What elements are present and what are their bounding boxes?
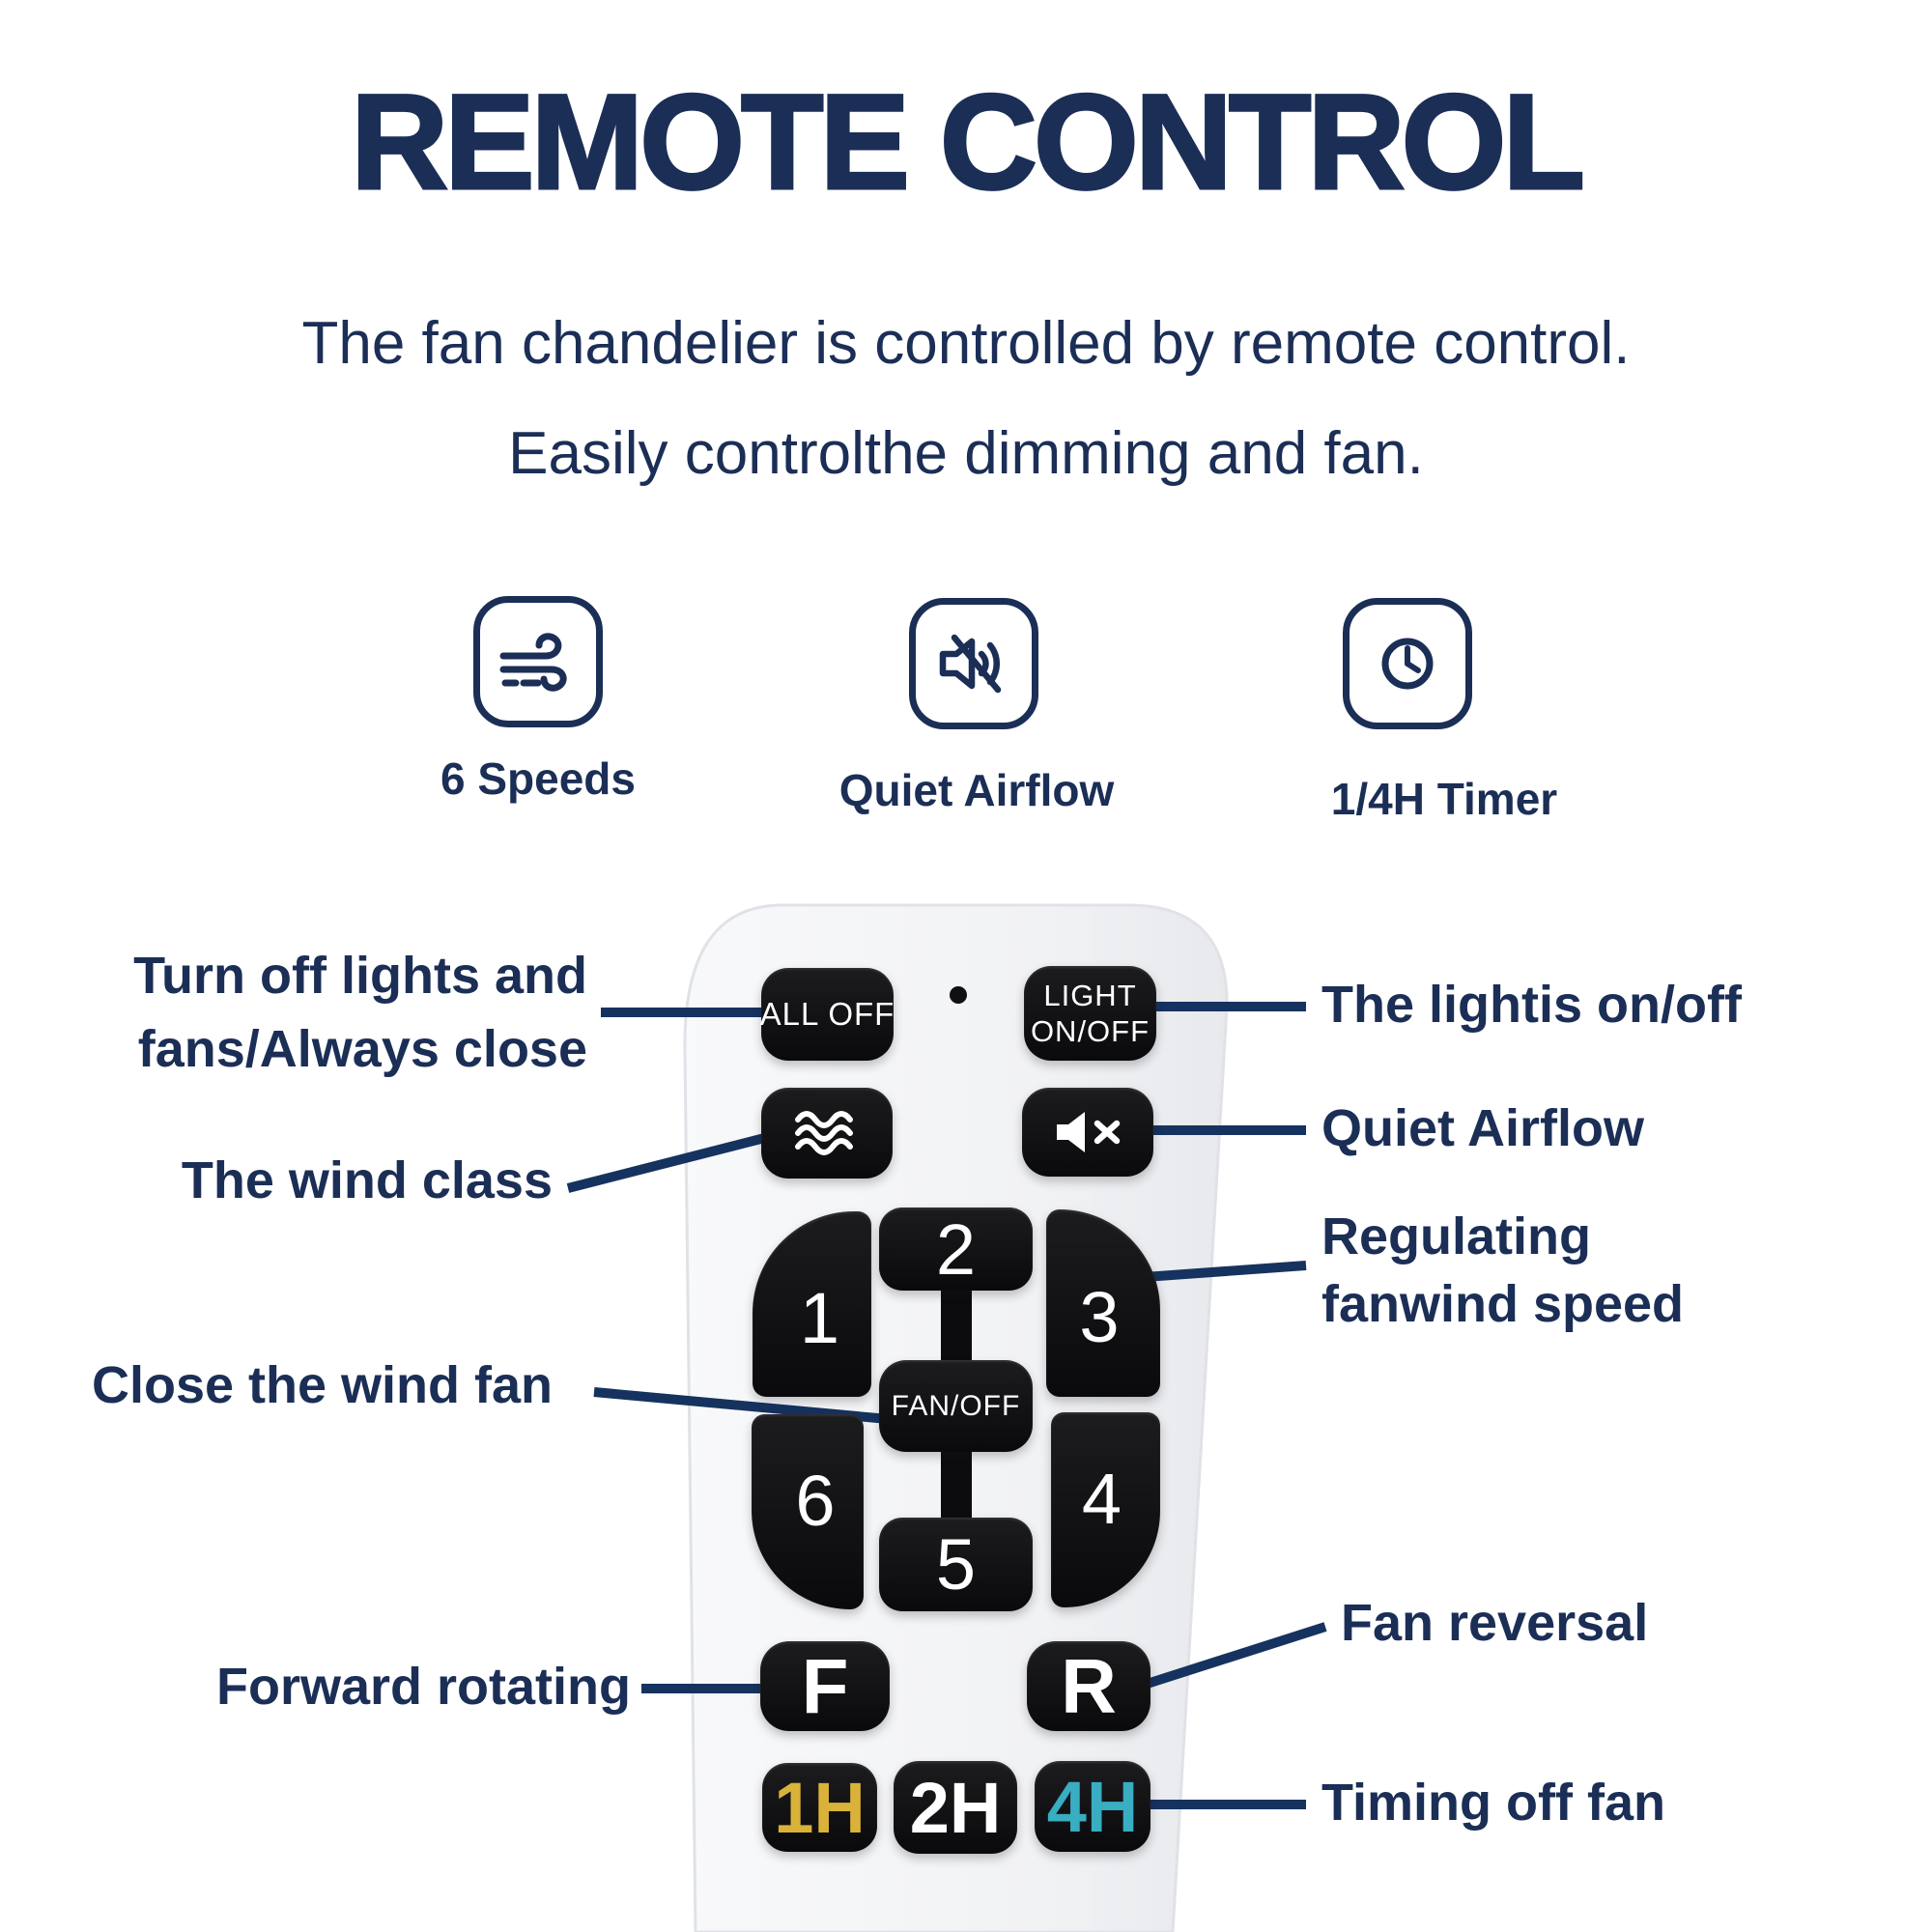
callout-line-regulating xyxy=(1144,1261,1307,1282)
timer-1h-button[interactable]: 1H xyxy=(762,1763,877,1852)
reverse-button[interactable]: R xyxy=(1027,1641,1151,1731)
callout-quiet-airflow-line1: Quiet Airflow xyxy=(1321,1099,1644,1157)
callout-regulating: Regulating fanwind speed xyxy=(1321,1203,1684,1338)
speed-5-button[interactable]: 5 xyxy=(879,1518,1033,1611)
subtitle-line-2: Easily controlthe dimming and fan. xyxy=(508,420,1424,487)
callout-regulating-line2: fanwind speed xyxy=(1321,1275,1685,1333)
timer-4h-label: 4H xyxy=(1046,1766,1139,1847)
callout-quiet-airflow: Quiet Airflow xyxy=(1321,1092,1644,1165)
feature-label-speeds: 6 Speeds xyxy=(440,753,636,804)
callout-timing-off: Timing off fan xyxy=(1321,1766,1665,1839)
feature-timer-box xyxy=(1343,598,1472,729)
speed-2-button[interactable]: 2 xyxy=(879,1208,1033,1291)
speed-2-label: 2 xyxy=(935,1208,977,1290)
feature-quiet-box xyxy=(909,598,1038,729)
mute-icon xyxy=(1047,1107,1128,1157)
keypad-bridge-top xyxy=(941,1285,972,1368)
led-dot xyxy=(950,986,967,1004)
light-label-line2: ON/OFF xyxy=(1030,1014,1151,1048)
subtitle-line-1: The fan chandelier is controlled by remo… xyxy=(301,310,1631,377)
callout-wind-class: The wind class xyxy=(182,1144,553,1217)
feature-wind-box xyxy=(473,596,603,727)
reverse-label: R xyxy=(1061,1642,1117,1729)
forward-label: F xyxy=(801,1642,849,1729)
page-title: REMOTE CONTROL xyxy=(350,66,1587,217)
callout-timing-off-line1: Timing off fan xyxy=(1321,1774,1665,1832)
callout-light-onoff-line1: The lightis on/off xyxy=(1321,976,1742,1034)
light-on-off-button[interactable]: LIGHT ON/OFF xyxy=(1024,966,1156,1061)
speed-1-label: 1 xyxy=(799,1277,840,1358)
callout-regulating-line1: Regulating xyxy=(1321,1208,1591,1265)
callout-fan-reversal-line1: Fan reversal xyxy=(1341,1594,1649,1652)
callout-wind-class-line1: The wind class xyxy=(181,1151,553,1209)
callout-forward-rotating: Forward rotating xyxy=(216,1650,631,1723)
callout-close-fan-line1: Close the wind fan xyxy=(91,1356,553,1414)
callout-turn-off: Turn off lights and fans/Always close xyxy=(133,939,587,1086)
speed-5-label: 5 xyxy=(935,1524,977,1605)
speed-6-label: 6 xyxy=(795,1460,836,1541)
callout-forward-rotating-line1: Forward rotating xyxy=(216,1658,631,1716)
feature-label-timer: 1/4H Timer xyxy=(1330,774,1558,824)
mute-button[interactable] xyxy=(1022,1088,1153,1177)
wind-icon xyxy=(492,615,584,708)
callout-close-fan: Close the wind fan xyxy=(92,1349,553,1422)
callout-turn-off-line2: fans/Always close xyxy=(137,1020,587,1078)
callout-turn-off-line1: Turn off lights and xyxy=(133,947,587,1005)
wind-class-button[interactable] xyxy=(761,1088,893,1179)
speed-3-button[interactable]: 3 xyxy=(1046,1209,1160,1397)
fan-off-button[interactable]: FAN/OFF xyxy=(879,1360,1033,1452)
callout-line-wind-class xyxy=(566,1127,789,1193)
all-off-label: ALL OFF xyxy=(759,996,895,1032)
forward-button[interactable]: F xyxy=(760,1641,890,1731)
light-label-line1: LIGHT xyxy=(1043,979,1137,1012)
fan-off-label: FAN/OFF xyxy=(891,1389,1021,1422)
speed-3-label: 3 xyxy=(1079,1276,1120,1357)
wave-icon xyxy=(789,1108,865,1158)
timer-4h-button[interactable]: 4H xyxy=(1035,1761,1151,1852)
all-off-button[interactable]: ALL OFF xyxy=(759,968,895,1061)
keypad-bridge-bottom xyxy=(941,1445,972,1526)
callout-fan-reversal: Fan reversal xyxy=(1341,1586,1648,1660)
timer-2h-label: 2H xyxy=(909,1767,1002,1848)
feature-label-quiet: Quiet Airflow xyxy=(838,765,1115,815)
callout-light-onoff: The lightis on/off xyxy=(1321,968,1742,1041)
timer-1h-label: 1H xyxy=(774,1767,866,1848)
speed-4-label: 4 xyxy=(1081,1458,1122,1539)
muted-speaker-icon xyxy=(927,617,1020,710)
timer-icon xyxy=(1361,617,1454,710)
timer-2h-button[interactable]: 2H xyxy=(894,1761,1017,1854)
